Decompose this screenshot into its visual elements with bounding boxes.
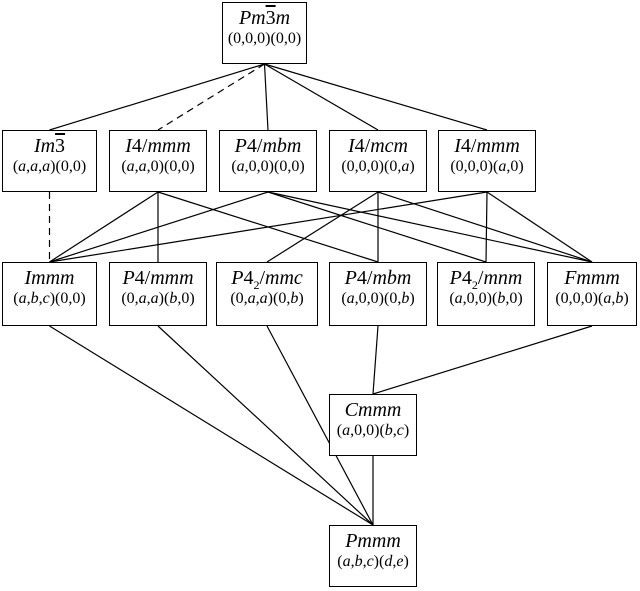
node-params: (a,0,0)(0,b) bbox=[341, 290, 415, 307]
node-params: (0,0,0)(0,a) bbox=[341, 158, 415, 175]
node-name: P4/mbm bbox=[344, 267, 412, 289]
node-p42mmc: P42/mmc (0,a,a)(0,b) bbox=[216, 262, 318, 326]
edge-pm3m-i4mcm bbox=[264, 63, 379, 131]
node-name: Fmmm bbox=[564, 267, 620, 289]
edge-pm3m-i4mmm_a bbox=[157, 63, 265, 131]
edge-i4mmm_b-fmmm bbox=[486, 191, 593, 263]
node-fmmm: Fmmm (0,0,0)(a,b) bbox=[547, 262, 637, 326]
node-name: P4/mbm bbox=[234, 135, 302, 157]
node-i4mmm-a: I4/mmm (a,a,0)(0,0) bbox=[109, 130, 207, 192]
node-name: Immm bbox=[24, 267, 75, 289]
node-p4mmm: P4/mmm (0,a,a)(b,0) bbox=[109, 262, 207, 326]
node-params: (a,b,c)(d,e) bbox=[337, 553, 409, 570]
node-i4mmm-b: I4/mmm (0,0,0)(a,0) bbox=[438, 130, 536, 192]
node-name: I4/mmm bbox=[125, 135, 191, 157]
node-cmmm: Cmmm (a,0,0)(b,c) bbox=[329, 394, 417, 456]
edge-p4mmm-pmmm bbox=[157, 325, 374, 526]
edge-pm3m-im3 bbox=[49, 63, 265, 131]
node-params: (0,0,0)(0,0) bbox=[227, 30, 302, 47]
edge-p4mbm_a-immm bbox=[49, 191, 269, 263]
node-params: (0,0,0)(a,0) bbox=[450, 158, 524, 175]
edge-i4mcm-fmmm bbox=[377, 191, 593, 263]
node-name: P42/mnm bbox=[449, 267, 523, 292]
edge-fmmm-cmmm bbox=[372, 325, 593, 395]
node-pmmm: Pmmm (a,b,c)(d,e) bbox=[329, 525, 417, 587]
node-name: I4/mcm bbox=[348, 135, 408, 157]
node-params: (a,0,0)(b,c) bbox=[336, 422, 410, 439]
edge-p42mmc-pmmm bbox=[266, 325, 374, 526]
node-name: Cmmm bbox=[344, 399, 402, 421]
node-name: Pm3m bbox=[238, 7, 291, 29]
node-im3: Im3 (a,a,a)(0,0) bbox=[2, 130, 97, 192]
node-name: P42/mmc bbox=[231, 267, 303, 292]
node-params: (0,a,a)(b,0) bbox=[121, 290, 195, 307]
edge-i4mmm_b-immm bbox=[49, 191, 488, 263]
node-params: (a,b,c)(0,0) bbox=[13, 290, 86, 307]
node-name: I4/mmm bbox=[454, 135, 520, 157]
node-params: (a,0,0)(b,0) bbox=[449, 290, 523, 307]
node-name: Im3 bbox=[33, 135, 66, 157]
edge-p4mbm_a-p42mnm bbox=[267, 191, 487, 263]
edge-pm3m-i4mmm_b bbox=[264, 63, 488, 131]
edge-pm3m-p4mbm_a bbox=[263, 63, 269, 131]
node-params: (a,0,0)(0,0) bbox=[231, 158, 305, 175]
edge-i4mmm_a-immm bbox=[49, 191, 159, 263]
node-params: (0,0,0)(a,b) bbox=[555, 290, 629, 307]
edge-i4mcm-p42mmc bbox=[266, 191, 379, 263]
node-name: Pmmm bbox=[345, 530, 401, 552]
edge-immm-pmmm bbox=[49, 325, 374, 526]
node-immm: Immm (a,b,c)(0,0) bbox=[2, 262, 97, 326]
node-params: (a,a,a)(0,0) bbox=[12, 158, 87, 175]
node-pm3m: Pm3m (0,0,0)(0,0) bbox=[222, 2, 307, 64]
node-params: (0,a,a)(0,b) bbox=[230, 290, 304, 307]
node-i4mcm: I4/mcm (0,0,0)(0,a) bbox=[329, 130, 427, 192]
edge-p4mbm_b-cmmm bbox=[372, 325, 379, 395]
node-p4mbm-a: P4/mbm (a,0,0)(0,0) bbox=[219, 130, 317, 192]
node-p4mbm-b: P4/mbm (a,0,0)(0,b) bbox=[329, 262, 427, 326]
edge-p4mbm_a-fmmm bbox=[267, 191, 593, 263]
edge-i4mmm_b-p42mnm bbox=[485, 191, 488, 263]
node-name: P4/mmm bbox=[122, 267, 194, 289]
node-params: (a,a,0)(0,0) bbox=[121, 158, 195, 175]
node-p42mnm: P42/mnm (a,0,0)(b,0) bbox=[437, 262, 535, 326]
